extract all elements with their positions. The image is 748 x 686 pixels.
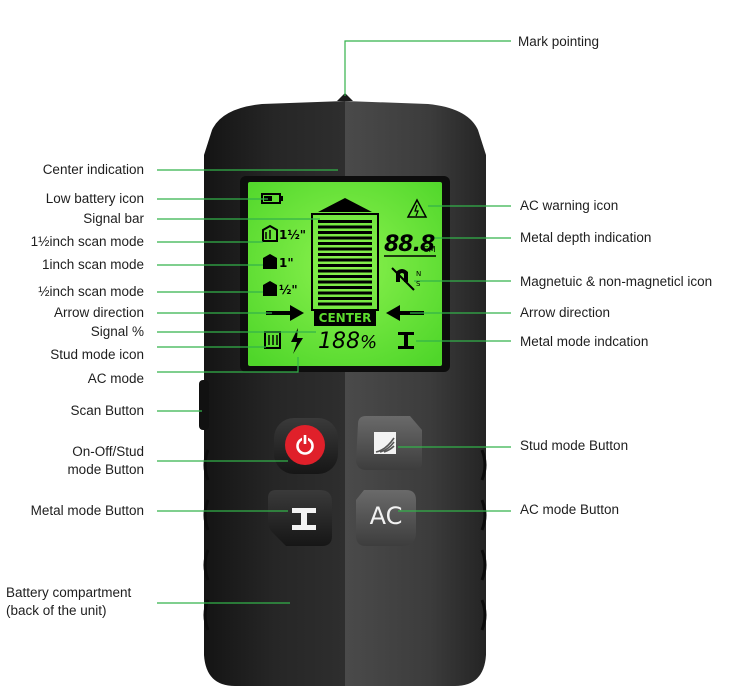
label-magnetic-icon: Magnetuic & non-magneticl icon xyxy=(520,274,713,289)
arrow-right-icon xyxy=(266,305,304,321)
signal-bar-segment xyxy=(318,258,372,262)
label-mark-pointing: Mark pointing xyxy=(518,34,600,49)
lcd-signal-value: 188% xyxy=(318,329,377,354)
label-scan-1-5-inch: 1½inch scan mode xyxy=(30,234,144,249)
label-center-indication: Center indication xyxy=(42,162,144,177)
signal-bar-segment xyxy=(318,242,372,245)
lcd-depth-unit: CM xyxy=(423,245,436,254)
mark-pointer-notch xyxy=(337,93,353,101)
signal-bar-segment xyxy=(318,225,372,229)
lcd-magnet-n: N xyxy=(416,270,422,278)
stud-mode-button-icon xyxy=(374,432,396,454)
label-metal-mode-indication: Metal mode indcation xyxy=(520,334,649,349)
label-low-battery-icon: Low battery icon xyxy=(45,191,144,206)
signal-bar-segment xyxy=(318,231,372,234)
label-battery-line2: (back of the unit) xyxy=(6,603,107,618)
label-on-off-stud-line2: mode Button xyxy=(67,462,144,477)
metal-mode-lcd-icon xyxy=(398,332,414,349)
signal-bar-segment xyxy=(318,297,372,300)
lcd-signal-percent: % xyxy=(360,332,378,353)
magnetic-icon xyxy=(391,267,415,291)
scan-half-inch-icon xyxy=(263,281,277,296)
ac-mode-button-shape xyxy=(356,490,416,546)
label-signal-percent: Signal % xyxy=(90,324,144,339)
metal-i-beam-icon xyxy=(292,508,316,530)
signal-bar-segment xyxy=(318,253,372,256)
metal-mode-button[interactable] xyxy=(268,490,332,546)
signal-bar-segment xyxy=(318,269,372,273)
signal-bar-segment xyxy=(318,291,372,295)
label-on-off-stud-line1: On-Off/Stud xyxy=(72,444,144,459)
lcd-scan-1-5-label: 1½" xyxy=(279,228,307,242)
stud-mode-button[interactable] xyxy=(356,416,422,470)
signal-bar-segment xyxy=(318,236,372,240)
signal-tower xyxy=(311,198,379,311)
signal-bar-segment xyxy=(318,247,372,251)
signal-bar-segment xyxy=(318,275,372,278)
scan-button-side xyxy=(199,380,209,430)
label-arrow-direction-left: Arrow direction xyxy=(53,305,144,320)
metal-mode-button-shape xyxy=(268,490,332,546)
lcd-depth-value: 88.8 xyxy=(384,232,435,257)
scan-1-inch-icon xyxy=(263,254,277,269)
lcd-signal-number: 188 xyxy=(318,329,360,354)
scan-button[interactable] xyxy=(199,380,209,430)
label-ac-warning-icon: AC warning icon xyxy=(520,198,619,213)
ac-mode-bolt-icon xyxy=(291,328,303,354)
lcd-scan-1-label: 1" xyxy=(279,256,294,270)
lcd-scan-half-label: ½" xyxy=(279,283,298,297)
label-battery-line1: Battery compartment xyxy=(6,585,132,600)
power-stud-button[interactable] xyxy=(274,418,338,474)
label-stud-mode-button: Stud mode Button xyxy=(520,438,629,453)
leader-lines xyxy=(157,40,511,604)
scan-1-5-inch-icon xyxy=(262,224,278,242)
signal-bar-segment xyxy=(318,220,372,223)
lcd-center-text: CENTER xyxy=(318,311,372,325)
signal-bar-segment xyxy=(318,302,372,306)
lcd-screen xyxy=(248,182,442,366)
center-label-box xyxy=(314,310,376,326)
label-scan-1-inch: 1inch scan mode xyxy=(41,257,144,272)
label-arrow-direction-right: Arrow direction xyxy=(520,305,611,320)
label-stud-mode-icon: Stud mode icon xyxy=(50,347,144,362)
label-ac-mode: AC mode xyxy=(87,371,144,386)
label-metal-depth-indication: Metal depth indication xyxy=(520,230,652,245)
label-ac-mode-button: AC mode Button xyxy=(520,502,620,517)
lcd-magnet-s: S xyxy=(416,280,421,288)
ac-mode-button[interactable]: AC xyxy=(369,502,403,530)
signal-bar-segment xyxy=(318,286,372,289)
label-scan-half-inch: ½inch scan mode xyxy=(38,284,144,299)
signal-bar-segment xyxy=(318,280,372,284)
label-signal-bar: Signal bar xyxy=(83,211,144,226)
high-voltage-warning-icon xyxy=(406,198,428,218)
signal-bar-segment xyxy=(318,264,372,267)
side-grips xyxy=(203,449,487,631)
label-scan-button: Scan Button xyxy=(70,403,144,418)
label-metal-mode-button: Metal mode Button xyxy=(30,503,144,518)
